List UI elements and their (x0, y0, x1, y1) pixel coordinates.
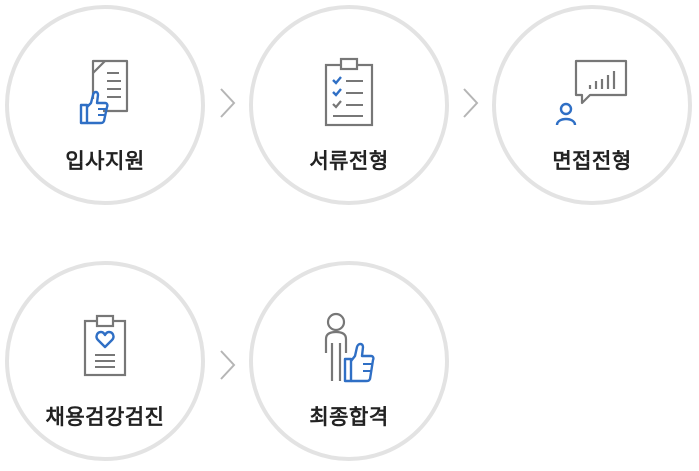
step-label: 입사지원 (65, 149, 145, 173)
chevron-right-icon (218, 347, 238, 383)
step-document-screening: 서류전형 (249, 5, 449, 205)
step-final-pass: 최종합격 (249, 261, 449, 461)
step-label: 서류전형 (309, 149, 389, 173)
interview-presentation-icon (554, 53, 630, 129)
step-label: 최종합격 (309, 405, 389, 429)
person-thumbs-up-icon (311, 309, 387, 385)
step-health-checkup: 채용검강검진 (5, 261, 205, 461)
step-apply: 입사지원 (5, 5, 205, 205)
document-thumbs-up-icon (67, 53, 143, 129)
chevron-right-icon (218, 85, 238, 121)
clipboard-checklist-icon (311, 53, 387, 129)
step-label: 면접전형 (552, 149, 632, 173)
chevron-right-icon (461, 85, 481, 121)
clipboard-heart-icon (67, 309, 143, 385)
step-interview: 면접전형 (492, 5, 692, 205)
step-label: 채용검강검진 (45, 405, 165, 429)
